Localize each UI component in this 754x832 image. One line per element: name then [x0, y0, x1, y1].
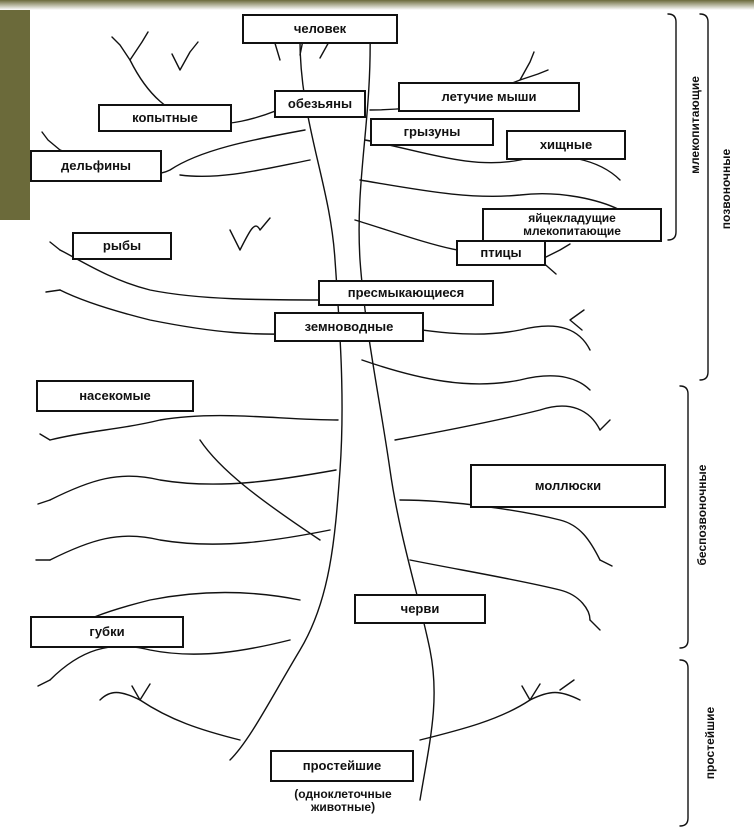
label-monotremes-line2: млекопитающие [523, 224, 621, 238]
label-rodents: грызуны [370, 118, 494, 146]
top-tint [0, 0, 754, 10]
label-sponges: губки [30, 616, 184, 648]
label-bats: летучие мыши [398, 82, 580, 112]
bracket-label-vertebrates: позвоночные [719, 148, 733, 230]
label-human: человек [242, 14, 398, 44]
label-insects: насекомые [36, 380, 194, 412]
label-monkeys: обезьяны [274, 90, 366, 118]
label-dolphins: дельфины [30, 150, 162, 182]
label-amphibians: земноводные [274, 312, 424, 342]
label-mollusks: моллюски [470, 464, 666, 508]
label-protozoa-note-line1: (одноклеточные [294, 787, 392, 801]
label-reptiles: пресмыкающиеся [318, 280, 494, 306]
label-monotremes-line1: яйцекладущие [528, 211, 616, 226]
label-worms: черви [354, 594, 486, 624]
label-protozoa: простейшие [270, 750, 414, 782]
label-protozoa-note: (одноклеточные животные) [268, 787, 418, 815]
trunk-right [358, 29, 435, 801]
label-carnivores: хищные [506, 130, 626, 160]
corner-tint [0, 0, 30, 220]
bracket-label-mammals: млекопитающие [688, 76, 702, 174]
bracket-label-protozoa: простейшие [703, 706, 717, 780]
bracket-vertebrates [699, 13, 709, 381]
label-protozoa-note-line2: животные) [310, 800, 376, 815]
label-monotremes: яйцекладущие млекопитающие [482, 208, 662, 242]
label-birds: птицы [456, 240, 546, 266]
bracket-mammals [667, 13, 677, 241]
bracket-invertebrates [679, 385, 689, 649]
bracket-protozoa [679, 659, 689, 827]
label-fish: рыбы [72, 232, 172, 260]
bracket-label-invertebrates: беспозвоночные [695, 464, 709, 566]
label-ungulates: копытные [98, 104, 232, 132]
trunk-left [229, 29, 343, 761]
